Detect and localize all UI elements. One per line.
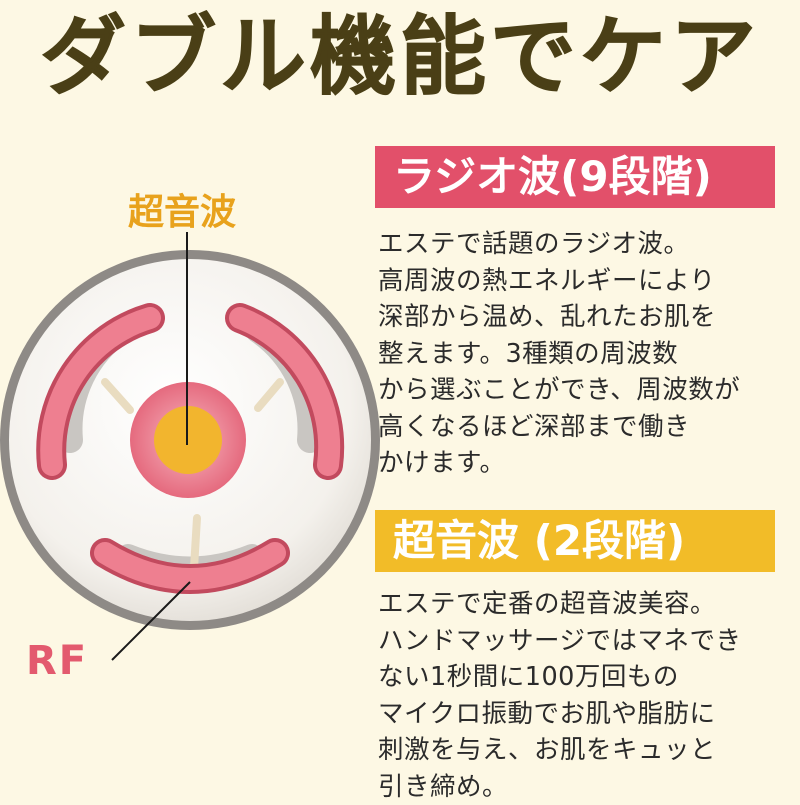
right-connector	[254, 378, 284, 412]
ultrasonic-label: 超音波	[128, 192, 237, 233]
rf-section-heading: ラジオ波(9段階)	[375, 146, 775, 208]
ultrasonic-section-heading: 超音波 (2段階)	[375, 510, 775, 572]
left-connector	[101, 378, 134, 414]
ultrasonic-section-body: エステで定番の超音波美容。 ハンドマッサージではマネでき ない1秒間に100万回…	[378, 589, 742, 802]
bottom-connector	[190, 514, 201, 572]
rf-electrode-left	[40, 307, 161, 476]
rf-electrode-right	[229, 307, 341, 476]
rf-electrode-bottom	[94, 542, 286, 590]
rf-label: RF	[26, 638, 89, 684]
page-title: ダブル機能でケア	[40, 7, 760, 108]
rf-leader-line	[111, 581, 191, 661]
rf-section-body: エステで話題のラジオ波。 高周波の熱エネルギーにより 深部から温め、乱れたお肌を…	[378, 229, 741, 478]
